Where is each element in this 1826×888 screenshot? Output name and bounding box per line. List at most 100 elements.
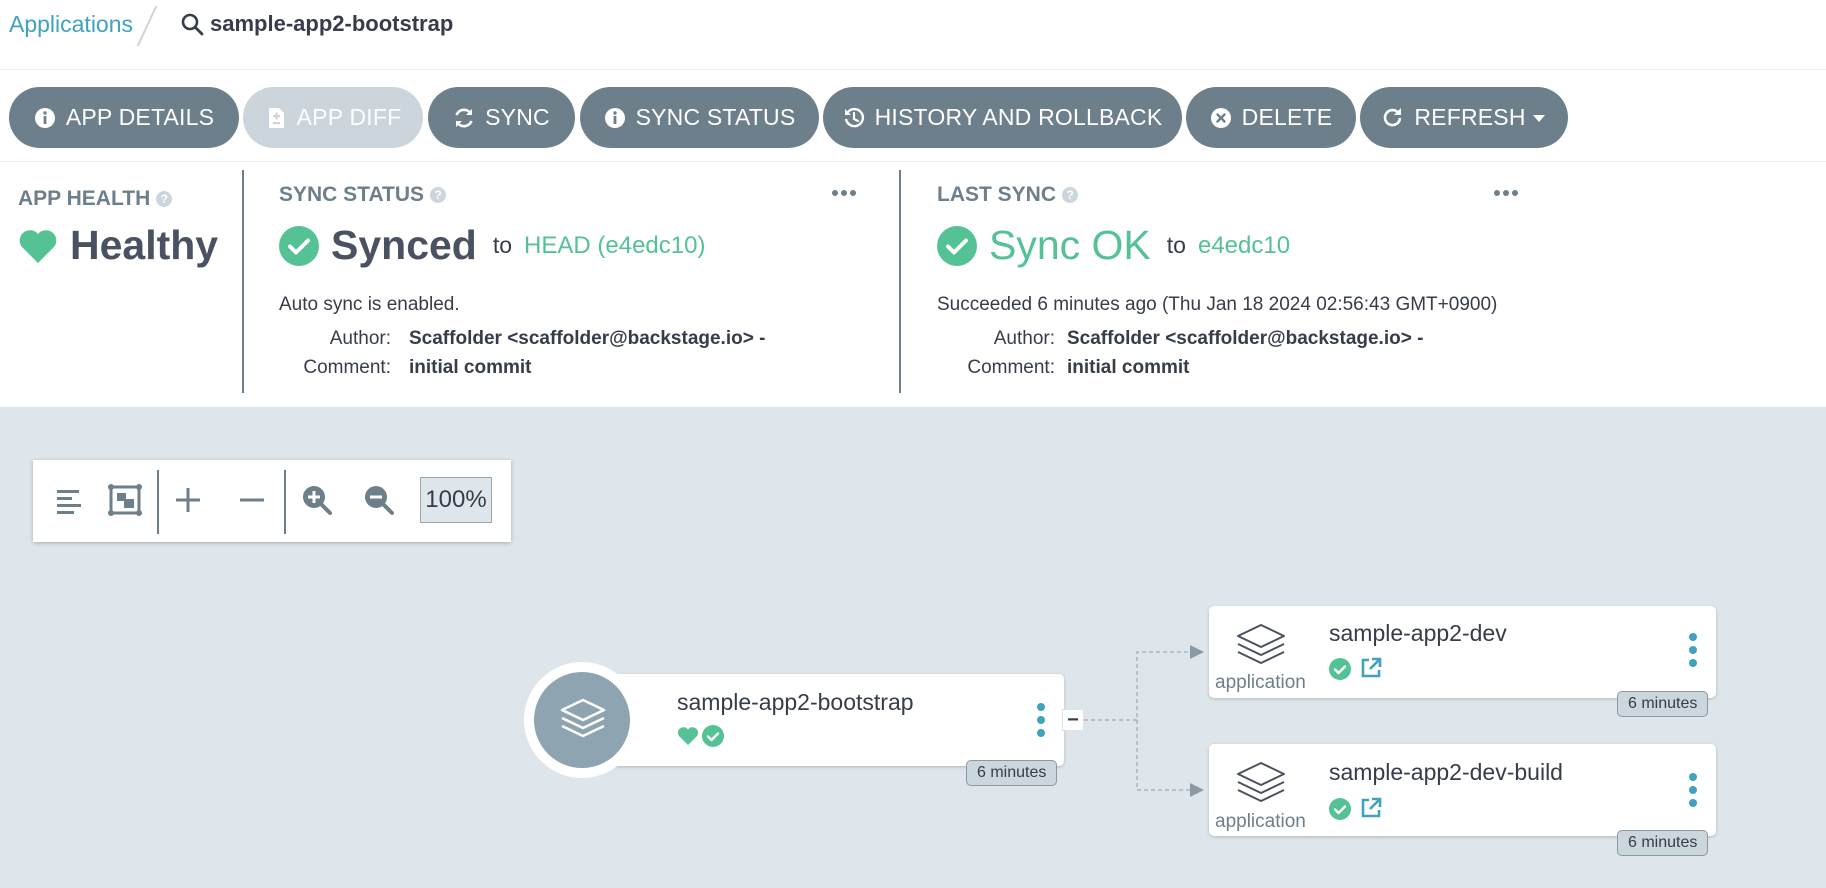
last-sync-to-word: to (1166, 232, 1186, 258)
root-node-icon-ring (524, 662, 640, 778)
breadcrumb-applications-link[interactable]: Applications (9, 11, 134, 37)
last-sync-comment-value: initial commit (1067, 357, 1190, 378)
last-sync-author-value: Scaffolder <scaffolder@backstage.io> - (1067, 328, 1424, 349)
layers-icon (1237, 762, 1285, 802)
sync-status-heading: SYNC STATUS ? (279, 183, 447, 207)
app-health-status: Healthy (18, 222, 218, 269)
app-details-label: APP DETAILS (65, 104, 215, 130)
layers-icon (1237, 624, 1285, 664)
delete-button[interactable]: DELETE (1186, 87, 1356, 148)
collapse-children-button[interactable]: − (1062, 709, 1084, 731)
child-node-name: sample-app2-dev-build (1329, 759, 1563, 785)
zoom-out-icon[interactable] (361, 482, 397, 518)
refresh-button[interactable]: REFRESH (1360, 87, 1568, 148)
root-node-icon-bg (534, 672, 630, 768)
breadcrumb-separator (136, 6, 158, 46)
last-sync-value: Sync OK (989, 222, 1151, 268)
child-node-kind: application (1215, 672, 1306, 693)
check-circle-icon (279, 225, 319, 266)
external-link-icon[interactable] (1359, 656, 1383, 680)
caret-down-icon[interactable] (1532, 111, 1546, 125)
zoom-level-display[interactable]: 100% (420, 477, 492, 523)
sync-label: SYNC (485, 104, 550, 130)
sync-status-label: SYNC STATUS (635, 104, 796, 130)
sync-to-word: to (492, 232, 513, 258)
sync-status-value-row: Synced to HEAD (e4edc10) (279, 222, 705, 269)
history-rollback-label: HISTORY AND ROLLBACK (874, 104, 1163, 130)
info-icon (604, 107, 625, 128)
sync-icon (455, 108, 473, 127)
app-diff-button[interactable]: APP DIFF (243, 87, 423, 148)
top-bar: Applications sample-app2-bootstrap (0, 0, 1826, 70)
history-rollback-button[interactable]: HISTORY AND ROLLBACK (823, 87, 1182, 148)
help-icon[interactable]: ? (1062, 187, 1079, 203)
check-circle-icon (702, 725, 724, 747)
child-node-kind: application (1215, 811, 1306, 832)
last-sync-section-label: LAST SYNC (937, 183, 1057, 206)
root-node-name: sample-app2-bootstrap (677, 689, 914, 715)
toolbar-divider (157, 470, 159, 534)
help-icon[interactable]: ? (156, 191, 173, 207)
sync-comment-value: initial commit (409, 357, 532, 378)
last-sync-succeeded-text: Succeeded 6 minutes ago (Thu Jan 18 2024… (937, 294, 1498, 315)
more-options-icon[interactable] (831, 188, 857, 198)
column-divider (899, 170, 901, 393)
auto-sync-text: Auto sync is enabled. (279, 294, 460, 315)
toolbar-divider (284, 470, 286, 534)
app-health-value: Healthy (70, 222, 219, 268)
file-diff-icon (268, 107, 284, 128)
last-sync-revision-link[interactable]: e4edc10 (1197, 231, 1291, 259)
check-circle-icon (1329, 658, 1351, 680)
sync-button[interactable]: SYNC (428, 87, 575, 148)
child-node-age-badge: 6 minutes (1617, 691, 1709, 717)
more-options-icon[interactable] (1493, 188, 1519, 198)
app-health-heading: APP HEALTH ? (18, 187, 173, 211)
root-node-card[interactable]: sample-app2-bootstrap (580, 674, 1064, 766)
app-toolbar: APP DETAILS APP DIFF SYNC SYNC STATUS HI… (0, 70, 1826, 162)
times-circle-icon (1210, 107, 1231, 128)
refresh-label: REFRESH (1414, 104, 1526, 130)
sync-status-section-label: SYNC STATUS (279, 183, 425, 206)
help-icon[interactable]: ? (430, 187, 447, 203)
node-menu-icon[interactable] (1036, 702, 1046, 738)
layers-icon (560, 698, 606, 738)
minus-icon[interactable] (234, 482, 270, 518)
heart-icon (19, 229, 57, 263)
graph-toolbar: 100% (33, 460, 511, 542)
sync-status-button[interactable]: SYNC STATUS (580, 87, 819, 148)
align-left-icon[interactable] (52, 482, 88, 518)
app-health-label: APP HEALTH (18, 187, 151, 210)
root-node-age-badge: 6 minutes (966, 760, 1058, 786)
child-node-age-badge: 6 minutes (1617, 830, 1709, 856)
plus-icon[interactable] (170, 482, 206, 518)
status-panel: APP HEALTH ? Healthy SYNC STATUS ? Synce… (0, 162, 1826, 408)
history-icon (844, 107, 864, 127)
sync-status-value: Synced (331, 222, 477, 268)
delete-label: DELETE (1241, 104, 1333, 130)
heart-icon (677, 727, 699, 745)
child-node-name: sample-app2-dev (1329, 620, 1507, 646)
last-sync-comment-key: Comment: (967, 357, 1055, 378)
check-circle-icon (937, 225, 977, 266)
child-node-card[interactable]: application sample-app2-dev-build (1209, 744, 1716, 836)
last-sync-heading: LAST SYNC ? (937, 183, 1079, 207)
app-details-button[interactable]: APP DETAILS (9, 87, 239, 148)
refresh-icon (1384, 107, 1402, 126)
fit-to-screen-icon[interactable] (107, 482, 143, 518)
last-sync-author-key: Author: (993, 328, 1055, 349)
check-circle-icon (1329, 798, 1351, 820)
breadcrumb-current-app[interactable]: sample-app2-bootstrap (210, 11, 454, 36)
external-link-icon[interactable] (1359, 796, 1383, 820)
node-menu-icon[interactable] (1688, 632, 1698, 668)
column-divider (242, 170, 244, 393)
sync-comment-key: Comment: (303, 357, 391, 378)
sync-author-value: Scaffolder <scaffolder@backstage.io> - (409, 328, 766, 349)
search-icon[interactable] (180, 12, 204, 36)
app-diff-label: APP DIFF (296, 104, 402, 130)
node-menu-icon[interactable] (1688, 772, 1698, 808)
resource-tree-canvas[interactable]: 100% sample-app2-bootstrap − 6 minutes a… (0, 408, 1826, 888)
child-node-card[interactable]: application sample-app2-dev (1209, 606, 1716, 698)
info-icon (34, 107, 55, 128)
zoom-in-icon[interactable] (299, 482, 335, 518)
sync-revision-link[interactable]: HEAD (e4edc10) (524, 231, 706, 259)
